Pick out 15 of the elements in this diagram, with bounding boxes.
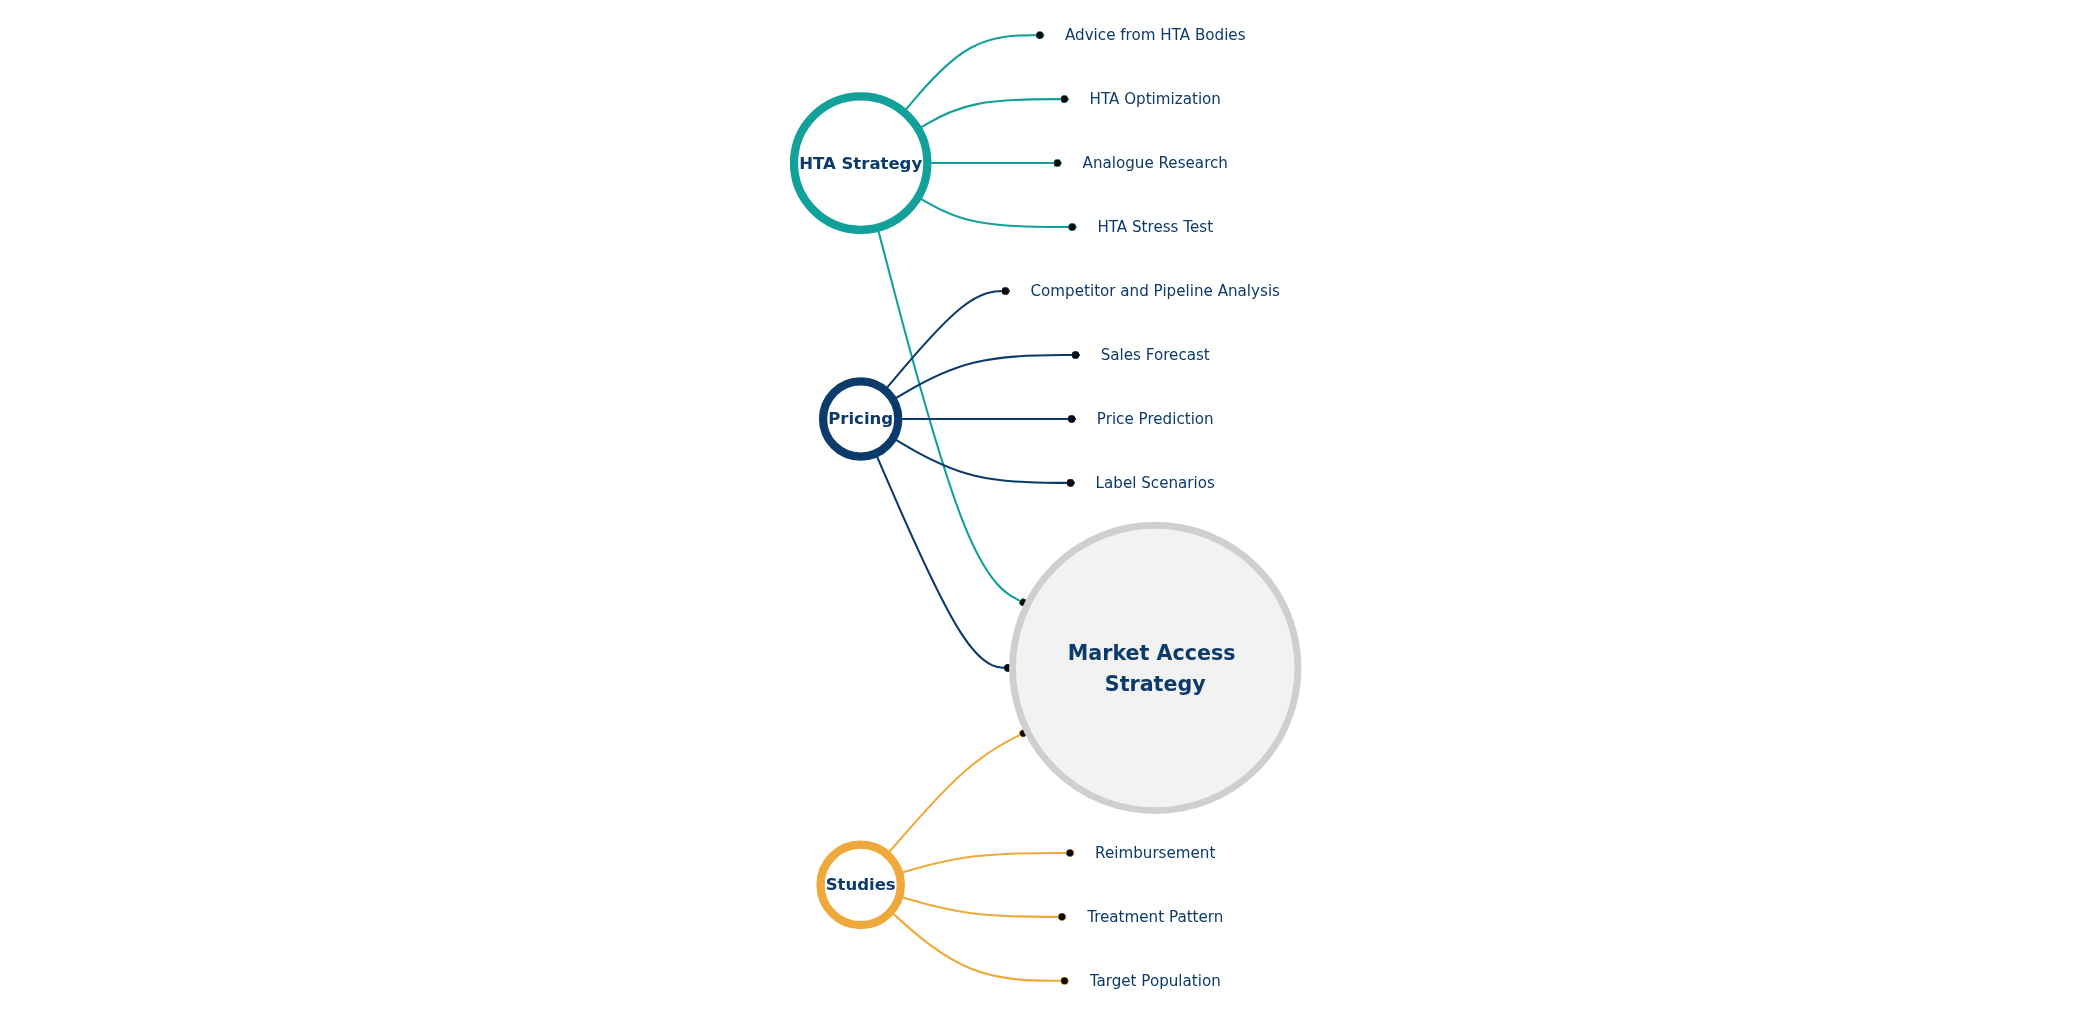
node-text: Target Population — [1089, 972, 1221, 990]
node-text: Advice from HTA Bodies — [1065, 26, 1246, 44]
node-circle: HTA Strategy — [790, 92, 932, 234]
node-text: Sales Forecast — [1100, 346, 1210, 364]
node-text: Reimbursement — [1095, 844, 1216, 862]
node-text: Competitor and Pipeline Analysis — [1030, 282, 1281, 300]
node-text: Label Scenarios — [1095, 474, 1216, 492]
node-text: HTA Optimization — [1089, 90, 1222, 108]
node-text: HTA Stress Test — [1097, 218, 1214, 236]
node-circle: Pricing — [819, 377, 903, 461]
node-circle: Market Access Strategy — [1009, 521, 1302, 815]
node-text: Analogue Research — [1082, 154, 1229, 172]
node-circle: Studies — [816, 840, 906, 930]
node-text: Treatment Pattern — [1087, 908, 1224, 926]
node-text: Price Prediction — [1097, 410, 1214, 428]
